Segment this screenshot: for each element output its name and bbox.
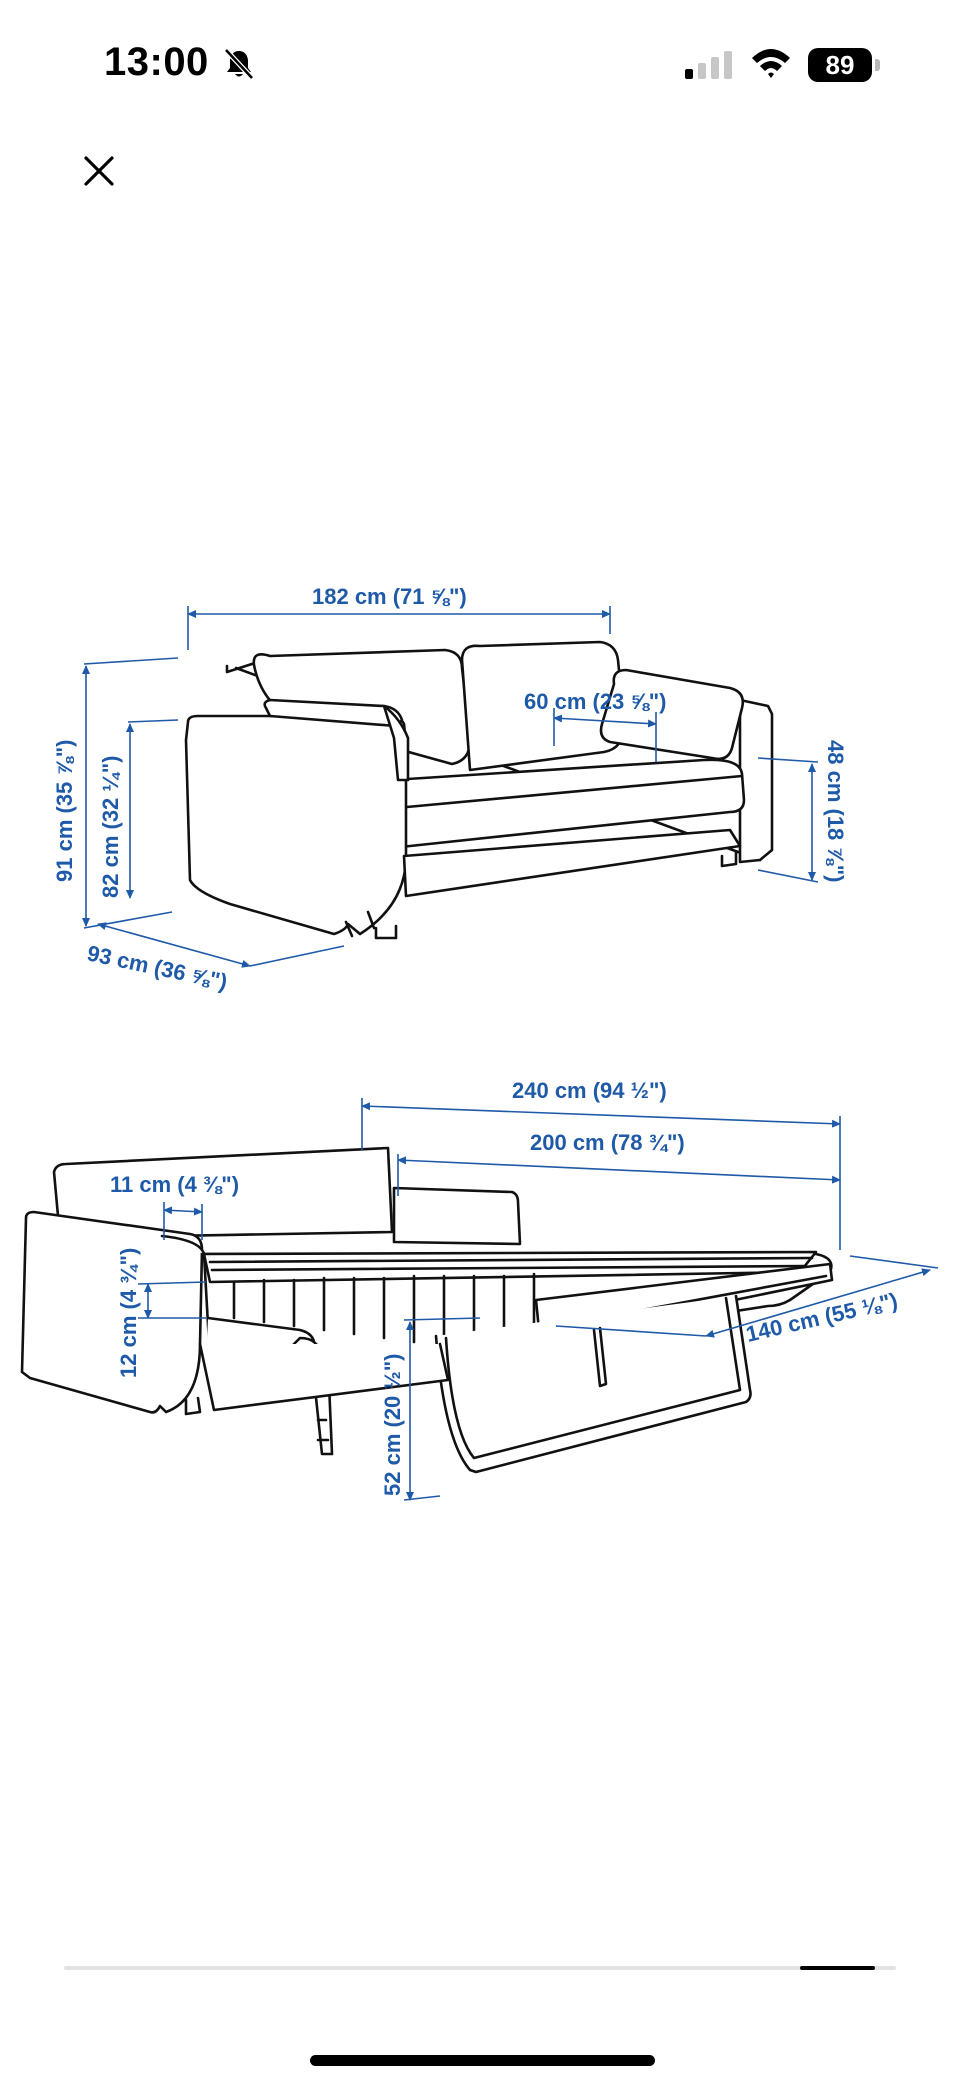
label-sofa-height: 91 cm (35 ⅞") [52, 739, 77, 882]
wifi-icon [752, 49, 790, 78]
battery-tip [875, 59, 880, 71]
close-icon [84, 156, 114, 186]
bed-illustration [20, 1146, 834, 1474]
gallery-progress-thumb [800, 1966, 876, 1970]
label-armrest-width: 11 cm (4 ⅜") [110, 1172, 239, 1197]
label-mattress-thickness: 12 cm (4 ¾") [116, 1248, 141, 1378]
label-bed-height: 52 cm (20 ½") [380, 1353, 405, 1496]
close-button[interactable] [74, 146, 124, 196]
status-time: 13:00 [104, 40, 209, 84]
label-sofa-width: 182 cm (71 ⅝") [312, 584, 467, 609]
status-bar: 13:00 89 [0, 0, 960, 130]
label-cushion-width: 60 cm (23 ⅝") [524, 689, 667, 714]
label-bed-total-length: 240 cm (94 ½") [512, 1078, 667, 1103]
battery-icon: 89 [808, 48, 880, 82]
sofa-dimension-lines [82, 606, 819, 968]
gallery-progress-track [64, 1966, 896, 1970]
bell-slash-icon [224, 48, 254, 80]
cellular-signal-icon [685, 51, 732, 79]
label-mattress-length: 200 cm (78 ¾") [530, 1130, 685, 1155]
home-indicator[interactable] [310, 2055, 655, 2066]
label-arm-height: 48 cm (18 ⅞") [823, 740, 848, 883]
sofa-illustration [184, 640, 774, 940]
label-sofa-depth: 93 cm (36 ⅝") [85, 940, 230, 994]
battery-level: 89 [808, 48, 872, 82]
bed-dimension-lines [137, 1098, 939, 1501]
label-back-height: 82 cm (32 ¼") [98, 755, 123, 898]
